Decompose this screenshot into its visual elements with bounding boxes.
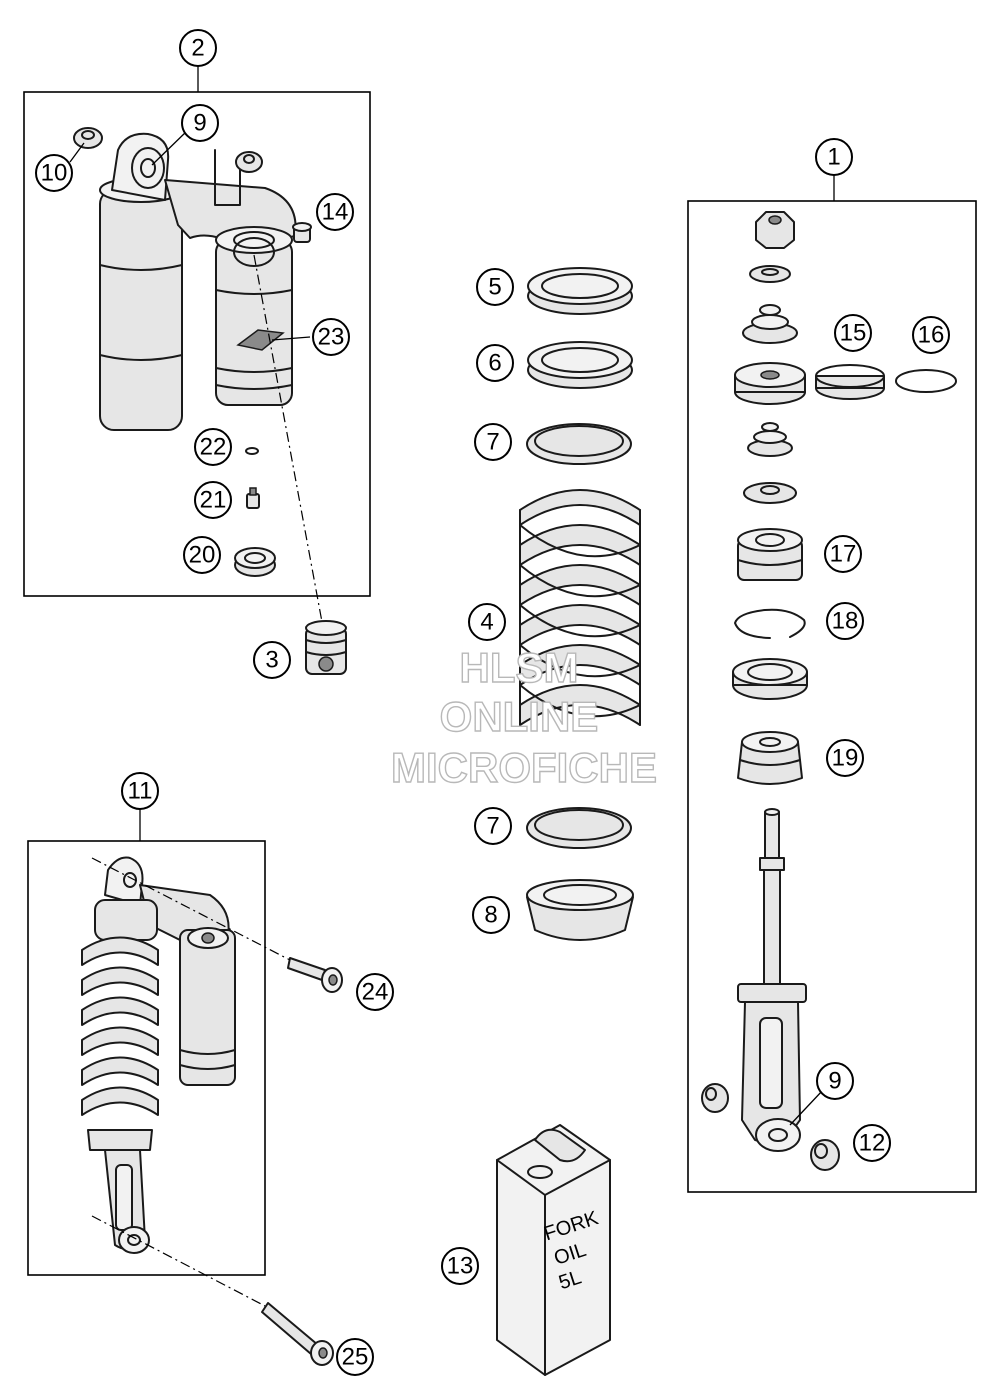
part-4-spring <box>519 489 641 726</box>
watermark-line-2: ONLINE <box>440 693 599 740</box>
watermark-line-1: HLSM <box>460 644 579 691</box>
callout-6: 6 <box>476 344 514 382</box>
part-22-o-ring <box>245 447 259 455</box>
leader-9b <box>789 1089 824 1126</box>
svg-text:15: 15 <box>840 320 867 347</box>
part-3-piston <box>305 620 347 675</box>
svg-text:20: 20 <box>189 542 216 569</box>
assembly-line-3 <box>253 254 323 623</box>
part-20-seal <box>234 547 276 577</box>
callout-18: 18 <box>826 602 864 640</box>
callout-16: 16 <box>912 316 950 354</box>
svg-text:1: 1 <box>827 144 840 171</box>
part-6-spring-retainer <box>527 341 633 389</box>
callout-22: 22 <box>194 428 232 466</box>
callout-20: 20 <box>183 536 221 574</box>
group-box-1 <box>687 200 977 1193</box>
svg-text:14: 14 <box>322 199 349 226</box>
callout-9-top: 9 <box>181 104 219 142</box>
svg-text:4: 4 <box>480 609 493 636</box>
part-10-bushing <box>73 127 103 149</box>
svg-text:2: 2 <box>191 35 204 62</box>
part-7-washer-top <box>526 423 632 465</box>
svg-text:9: 9 <box>828 1068 841 1095</box>
svg-text:18: 18 <box>832 608 859 635</box>
svg-text:16: 16 <box>918 322 945 349</box>
part-14-valve <box>292 222 312 243</box>
watermark: HLSM ONLINE MICROFICHE <box>390 643 657 791</box>
callout-1: 1 <box>815 138 853 176</box>
callout-10: 10 <box>35 154 73 192</box>
callout-4: 4 <box>468 603 506 641</box>
callout-24: 24 <box>356 973 394 1011</box>
svg-text:10: 10 <box>41 160 68 187</box>
complete-shock-assembly <box>81 856 236 1254</box>
leader-10 <box>69 142 85 163</box>
callout-21: 21 <box>194 481 232 519</box>
part-8-spring-seat <box>526 879 634 941</box>
callout-8: 8 <box>472 896 510 934</box>
leader-23 <box>271 336 311 341</box>
group-box-2 <box>23 91 371 597</box>
svg-text:6: 6 <box>488 350 501 377</box>
callout-5: 5 <box>476 268 514 306</box>
part-25-bolt <box>261 1302 334 1366</box>
svg-text:8: 8 <box>484 902 497 929</box>
part-24-bolt <box>287 957 343 993</box>
callout-9-bottom: 9 <box>816 1062 854 1100</box>
part-12-bushing <box>810 1139 840 1171</box>
callout-23: 23 <box>312 318 350 356</box>
callout-15: 15 <box>834 314 872 352</box>
callout-7-top: 7 <box>474 423 512 461</box>
svg-text:9: 9 <box>193 110 206 137</box>
shock-body-assembly <box>99 132 297 431</box>
svg-text:7: 7 <box>486 813 499 840</box>
part-7-washer-bottom <box>526 807 632 849</box>
callout-14: 14 <box>316 193 354 231</box>
assembly-line-24 <box>91 857 291 961</box>
callout-19: 19 <box>826 739 864 777</box>
callout-2: 2 <box>179 29 217 67</box>
svg-text:23: 23 <box>318 324 345 351</box>
svg-text:17: 17 <box>830 541 857 568</box>
callout-11: 11 <box>121 772 159 810</box>
damper-stack <box>732 211 808 1152</box>
svg-text:12: 12 <box>859 1130 886 1157</box>
part-5-spring-retainer <box>527 267 633 315</box>
svg-text:3: 3 <box>265 647 278 674</box>
part-13-oil-can: FORK OIL 5L <box>496 1124 611 1376</box>
svg-text:11: 11 <box>128 778 153 805</box>
leader-9a <box>151 129 189 166</box>
watermark-line-3: MICROFICHE <box>391 744 657 791</box>
svg-text:13: 13 <box>447 1253 474 1280</box>
callout-7-bottom: 7 <box>474 807 512 845</box>
assembly-line-25 <box>91 1215 266 1307</box>
svg-text:24: 24 <box>362 979 389 1006</box>
part-15-band <box>815 364 885 400</box>
callout-17: 17 <box>824 535 862 573</box>
svg-text:5: 5 <box>488 274 501 301</box>
part-16-o-ring <box>895 369 957 393</box>
callout-12: 12 <box>853 1124 891 1162</box>
callout-13: 13 <box>441 1247 479 1285</box>
svg-text:19: 19 <box>832 745 859 772</box>
callout-25: 25 <box>336 1338 374 1376</box>
svg-text:21: 21 <box>200 487 227 514</box>
group-box-11 <box>27 840 266 1276</box>
svg-text:7: 7 <box>486 429 499 456</box>
callout-3: 3 <box>253 641 291 679</box>
bushing-upper <box>235 151 263 173</box>
part-21-valve <box>246 487 260 509</box>
svg-text:25: 25 <box>342 1344 369 1371</box>
svg-text:22: 22 <box>200 434 227 461</box>
clevis-bushing-left <box>701 1083 729 1113</box>
